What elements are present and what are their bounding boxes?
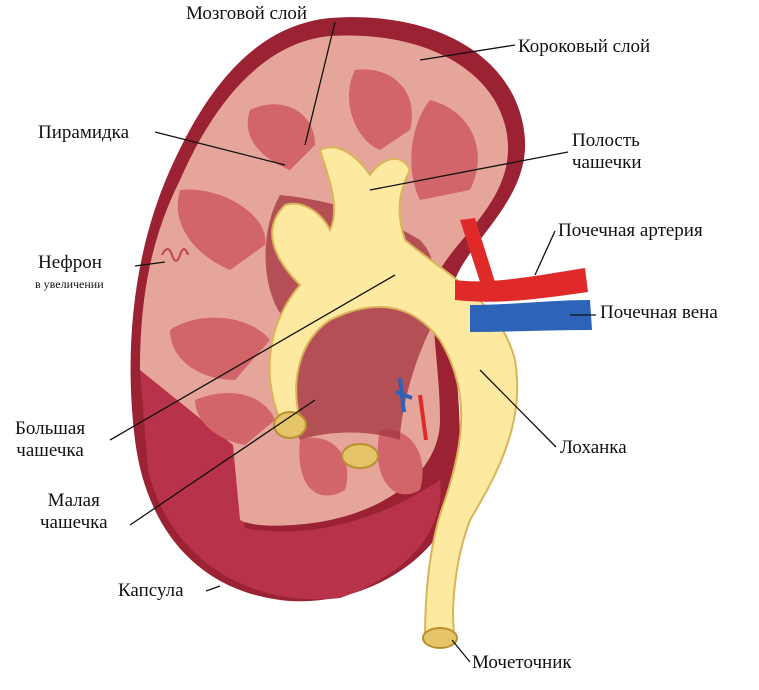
nephron-magnified	[161, 248, 189, 262]
minor-calyx-opening-2	[341, 443, 379, 469]
label-renal-vein: Почечная вена	[600, 302, 718, 323]
sinus-vein	[395, 377, 413, 413]
pyramids	[170, 69, 478, 496]
label-calyx-cavity: Полость чашечки	[572, 130, 642, 173]
label-minor-calyx: Малая чашечка	[40, 490, 108, 533]
renal-artery	[455, 268, 588, 302]
label-cortex: Короковый слой	[518, 36, 651, 57]
minor-calyx-opening-1	[273, 411, 307, 439]
leader-lines	[109, 21, 596, 663]
label-renal-artery: Почечная артерия	[558, 220, 703, 241]
artery-branch	[460, 218, 495, 288]
label-nephron: Нефрон	[38, 252, 102, 273]
label-capsule: Капсула	[118, 580, 184, 601]
ureter-opening	[422, 627, 458, 649]
capsule-cut-face	[140, 370, 441, 600]
label-nephron-sub: в увеличении	[35, 277, 104, 291]
label-major-calyx: Большая чашечка	[15, 418, 86, 461]
renal-pelvis	[268, 146, 519, 641]
renal-vein	[470, 300, 592, 332]
label-medulla: Мозговой слой	[186, 3, 308, 24]
label-pyramid: Пирамидка	[38, 122, 130, 143]
label-pelvis: Лоханка	[560, 437, 627, 458]
sinus-artery	[418, 394, 428, 441]
label-ureter: Мочеточник	[472, 652, 572, 673]
